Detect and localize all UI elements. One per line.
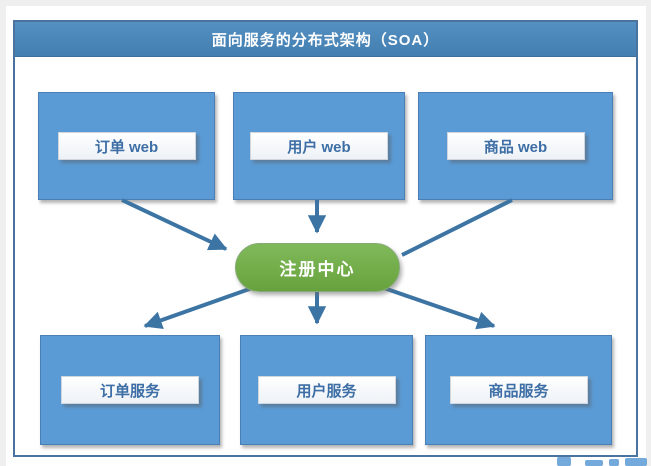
diagram-title-bar: 面向服务的分布式架构（SOA）: [15, 22, 636, 57]
watermark-shape: [557, 457, 571, 466]
node-order-web: 订单 web: [38, 92, 215, 200]
node-order-service: 订单服务: [40, 335, 220, 445]
node-order-service-label: 订单服务: [61, 376, 199, 404]
watermark-shape: [609, 459, 619, 466]
watermark-shape: [625, 458, 647, 466]
node-user-web: 用户 web: [233, 92, 405, 200]
node-product-service: 商品服务: [425, 335, 612, 445]
node-user-web-label: 用户 web: [250, 132, 388, 160]
node-user-service-label: 用户服务: [257, 376, 396, 404]
node-registry-label: 注册中心: [279, 260, 356, 279]
node-user-service: 用户服务: [240, 335, 413, 445]
diagram-title: 面向服务的分布式架构（SOA）: [211, 31, 440, 49]
node-order-web-label: 订单 web: [57, 132, 196, 160]
watermark-fragment: [545, 455, 651, 466]
node-product-service-label: 商品服务: [449, 376, 588, 404]
watermark-shape: [585, 460, 603, 466]
node-registry: 注册中心: [235, 243, 400, 292]
node-product-web: 商品 web: [418, 92, 613, 200]
node-product-web-label: 商品 web: [446, 132, 585, 160]
